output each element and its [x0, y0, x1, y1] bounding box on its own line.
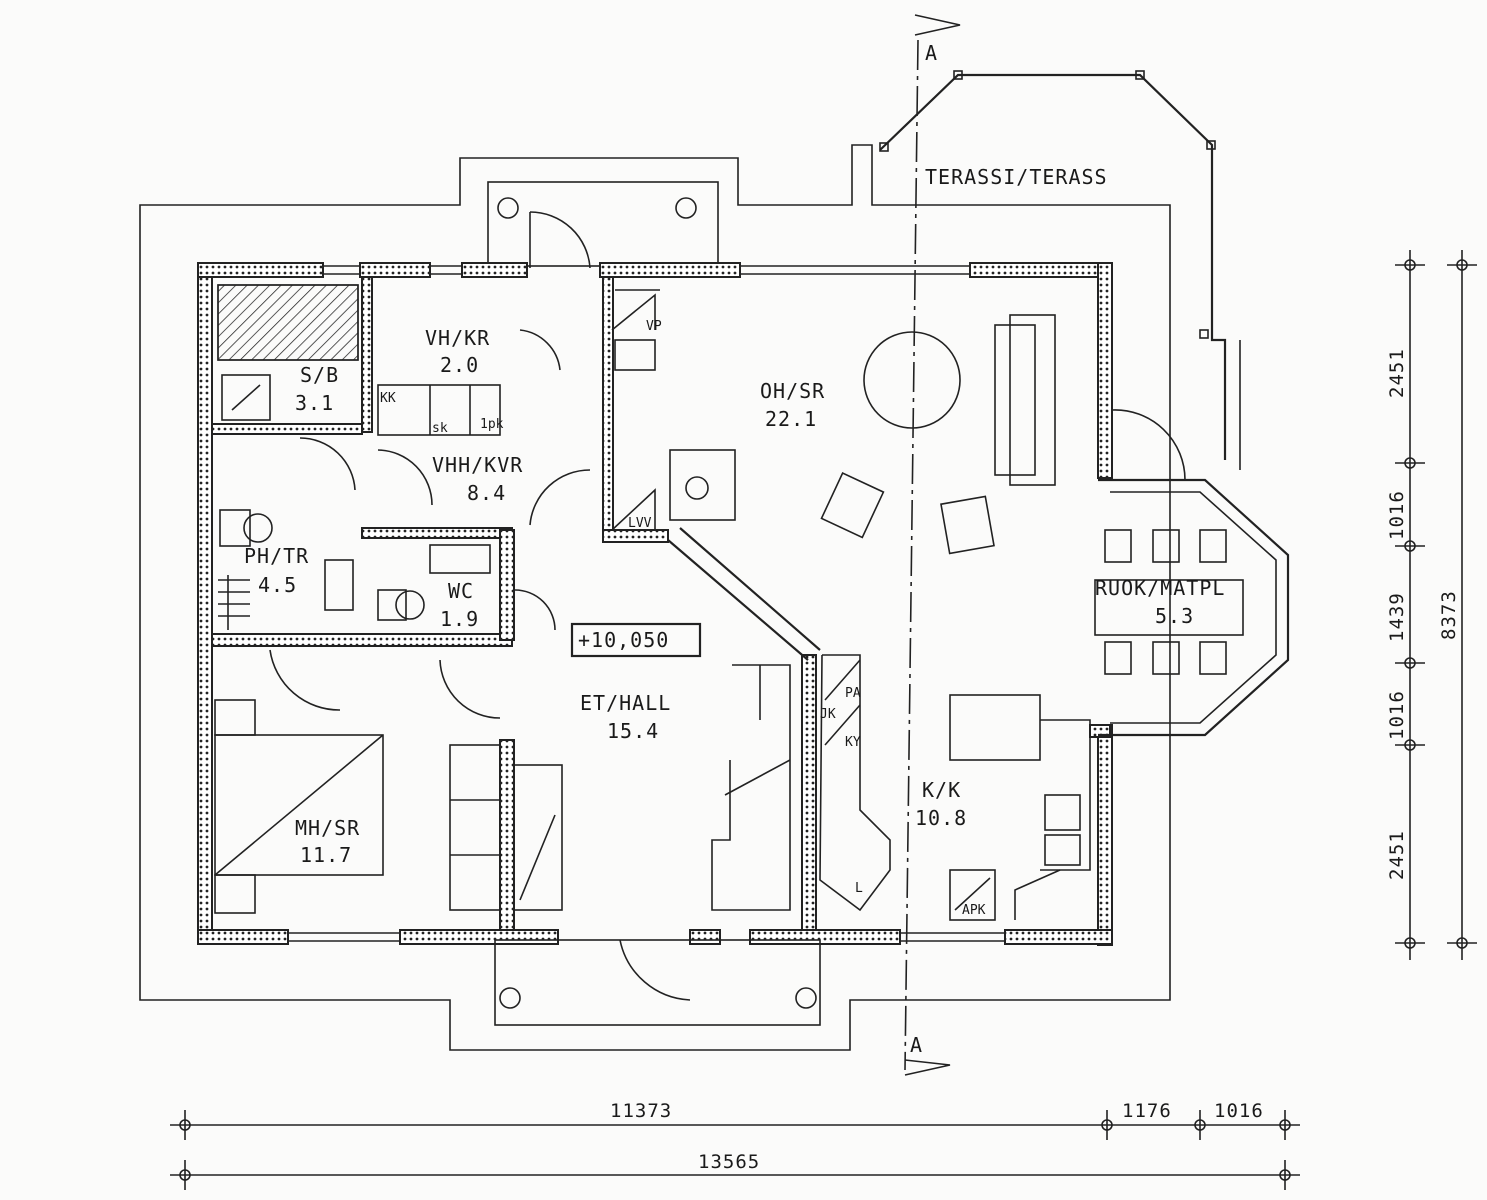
dim-13565: 13565	[698, 1151, 760, 1173]
room-vhh-kvr-area: 8.4	[467, 481, 506, 505]
room-et-hall-area: 15.4	[607, 719, 659, 743]
terrace-label: TERASSI/TERASS	[925, 165, 1108, 189]
room-vhh-kvr-name: VHH/KVR	[432, 453, 523, 477]
section-line	[904, 39, 919, 1071]
dim-right-1439: 1439	[1386, 592, 1408, 642]
fixture-apk: APK	[962, 903, 986, 918]
staircase	[711, 654, 891, 912]
terrace-outline	[879, 73, 1227, 460]
fixture-1pk: 1pk	[480, 417, 504, 432]
dim-11373: 11373	[610, 1100, 672, 1122]
dim-right-1016-a: 1016	[1386, 490, 1408, 540]
fixture-kk: KK	[380, 391, 396, 406]
section-marker-bottom: A	[910, 1033, 923, 1057]
room-ruok-matpl-area: 5.3	[1155, 604, 1194, 628]
fixture-l: L	[855, 881, 863, 896]
room-ph-tr-name: PH/TR	[244, 544, 309, 568]
dining-bay	[1098, 478, 1290, 737]
dim-right-2451-top: 2451	[1386, 348, 1408, 398]
fixture-lvv: LVV	[628, 516, 652, 531]
bottom-dimensions: 11373 1176 1016 13565	[170, 1100, 1300, 1190]
dim-right-8373: 8373	[1438, 590, 1460, 640]
room-s-b-area: 3.1	[295, 391, 334, 415]
room-labels: VH/KR 2.0 S/B 3.1 VHH/KVR 8.4 PH/TR 4.5 …	[244, 326, 1225, 867]
interior-walls	[211, 276, 1111, 931]
fixture-sk: sk	[432, 421, 448, 436]
room-wc-name: WC	[448, 579, 474, 603]
room-s-b-name: S/B	[300, 363, 339, 387]
room-vh-kr-area: 2.0	[440, 353, 479, 377]
room-oh-sr-name: OH/SR	[760, 379, 825, 403]
section-marker-top: A	[925, 41, 938, 65]
fixture-jk: JK	[820, 707, 836, 722]
level-marker: +10,050	[578, 628, 669, 652]
door-swings	[269, 211, 1186, 1001]
dim-1176: 1176	[1122, 1100, 1172, 1122]
room-mh-sr-area: 11.7	[300, 843, 352, 867]
roof-outline	[139, 144, 1171, 1051]
room-oh-sr-area: 22.1	[765, 407, 817, 431]
dim-1016: 1016	[1214, 1100, 1264, 1122]
room-wc-area: 1.9	[440, 607, 479, 631]
right-dimensions: 2451 1016 1439 1016 2451 8373	[1386, 250, 1477, 960]
room-mh-sr-name: MH/SR	[295, 816, 360, 840]
room-k-k-name: K/K	[922, 778, 961, 802]
room-et-hall-name: ET/HALL	[580, 691, 671, 715]
room-vh-kr-name: VH/KR	[425, 326, 490, 350]
dim-right-1016-b: 1016	[1386, 690, 1408, 740]
exterior-walls	[197, 262, 1113, 946]
fixture-vp: VP	[646, 319, 662, 334]
windows	[288, 265, 1005, 942]
fixture-labels: KK sk 1pk VP LVV PA JK KY L APK	[380, 319, 986, 918]
dim-right-2451-bottom: 2451	[1386, 830, 1408, 880]
room-ph-tr-area: 4.5	[258, 573, 297, 597]
fixture-ky: KY	[845, 735, 861, 750]
room-k-k-area: 10.8	[915, 806, 967, 830]
room-ruok-matpl-name: RUOK/MATPL	[1095, 576, 1225, 600]
sauna-bench	[217, 284, 359, 361]
fixture-pa: PA	[845, 686, 861, 701]
